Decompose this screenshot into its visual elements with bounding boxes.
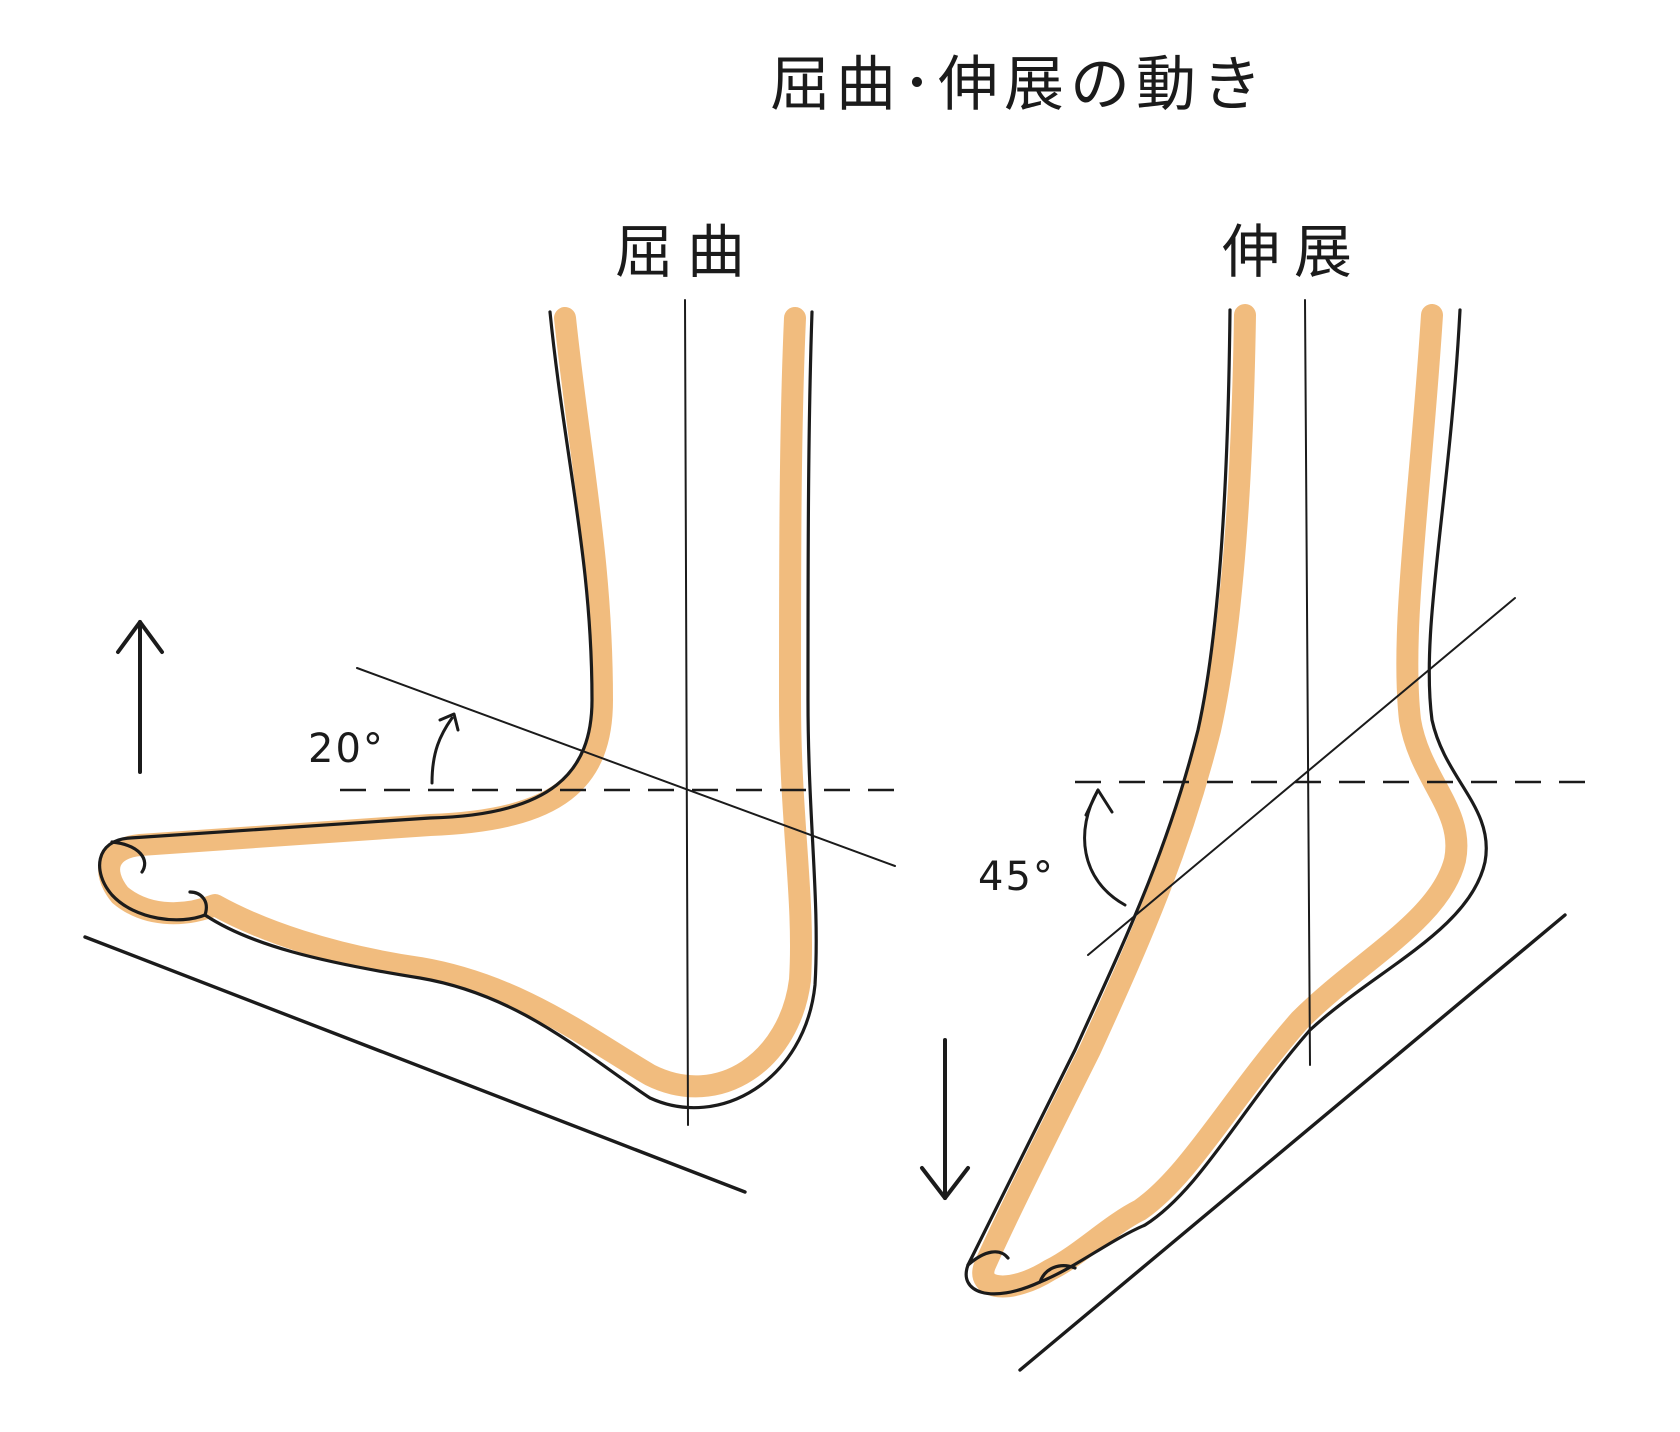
flexion-leg-axis bbox=[685, 300, 688, 1125]
flexion-angle-arc bbox=[432, 718, 452, 783]
flexion-foot-axis bbox=[357, 668, 895, 866]
flexion-foot-outline bbox=[100, 312, 817, 1108]
extension-panel: 伸展 45° bbox=[922, 218, 1585, 1370]
extension-leg-axis bbox=[1305, 300, 1310, 1065]
extension-angle-label: 45° bbox=[978, 854, 1055, 900]
flexion-label: 屈曲 bbox=[615, 218, 759, 286]
flexion-panel: 屈曲 20° bbox=[85, 218, 905, 1192]
flexion-angle-label: 20° bbox=[308, 726, 385, 772]
extension-ground-line bbox=[1020, 915, 1565, 1370]
diagram-title: 屈曲･伸展の動き bbox=[770, 50, 1268, 120]
extension-foot-skin bbox=[983, 315, 1456, 1286]
extension-foot-axis bbox=[1088, 598, 1515, 955]
flexion-foot-skin bbox=[109, 318, 801, 1086]
extension-label: 伸展 bbox=[1222, 218, 1366, 286]
